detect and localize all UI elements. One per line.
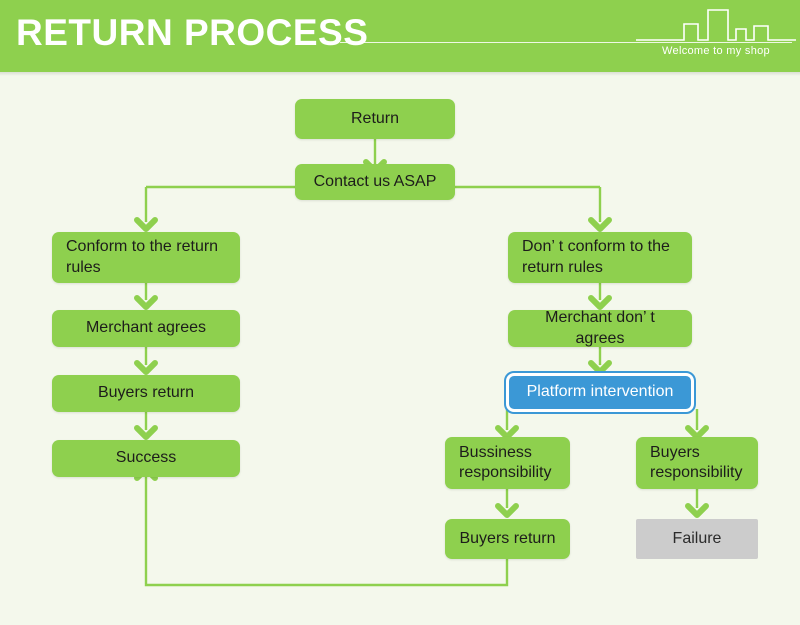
node-merchant-dont-agrees[interactable]: Merchant don’ t agrees xyxy=(508,309,692,347)
node-label: Conform to the return rules xyxy=(66,238,219,276)
city-skyline-icon xyxy=(636,9,796,41)
node-label: Return xyxy=(350,109,400,127)
node-label: Failure xyxy=(672,529,722,547)
node-label: Merchant don’ t agrees xyxy=(545,309,655,347)
page-title: RETURN PROCESS xyxy=(16,12,369,53)
node-buyers-return-right[interactable]: Buyers return xyxy=(445,519,570,559)
node-success[interactable]: Success xyxy=(52,440,240,477)
header-divider-line xyxy=(340,42,792,43)
node-dont-conform-to-return-rules[interactable]: Don’ t conform to the return rules xyxy=(508,232,692,283)
node-label: Platform intervention xyxy=(526,383,674,401)
node-conform-to-return-rules[interactable]: Conform to the return rules xyxy=(52,232,240,283)
header-tagline: Welcome to my shop xyxy=(662,45,770,57)
node-label: Contact us ASAP xyxy=(313,172,437,190)
node-bussiness-responsibility[interactable]: Bussiness responsibility xyxy=(445,437,570,489)
node-label: Buyers responsibility xyxy=(650,443,743,481)
node-label: Buyers return xyxy=(97,384,195,402)
node-return[interactable]: Return xyxy=(295,99,455,139)
node-label: Don’ t conform to the return rules xyxy=(522,238,670,276)
node-buyers-responsibility[interactable]: Buyers responsibility xyxy=(636,437,758,489)
page-header: RETURN PROCESS Welcome to my shop xyxy=(0,0,800,72)
header-shadow xyxy=(0,72,800,76)
node-contact-us-asap[interactable]: Contact us ASAP xyxy=(295,164,455,200)
node-buyers-return-left[interactable]: Buyers return xyxy=(52,375,240,412)
flowchart-canvas: Return Contact us ASAP Conform to the re… xyxy=(0,72,800,625)
node-label: Merchant agrees xyxy=(85,319,207,337)
node-label: Success xyxy=(115,449,177,467)
node-label: Buyers return xyxy=(459,529,556,547)
node-failure[interactable]: Failure xyxy=(636,519,758,559)
node-platform-intervention[interactable]: Platform intervention xyxy=(504,371,696,414)
node-merchant-agrees[interactable]: Merchant agrees xyxy=(52,310,240,347)
node-label: Bussiness responsibility xyxy=(459,443,552,481)
